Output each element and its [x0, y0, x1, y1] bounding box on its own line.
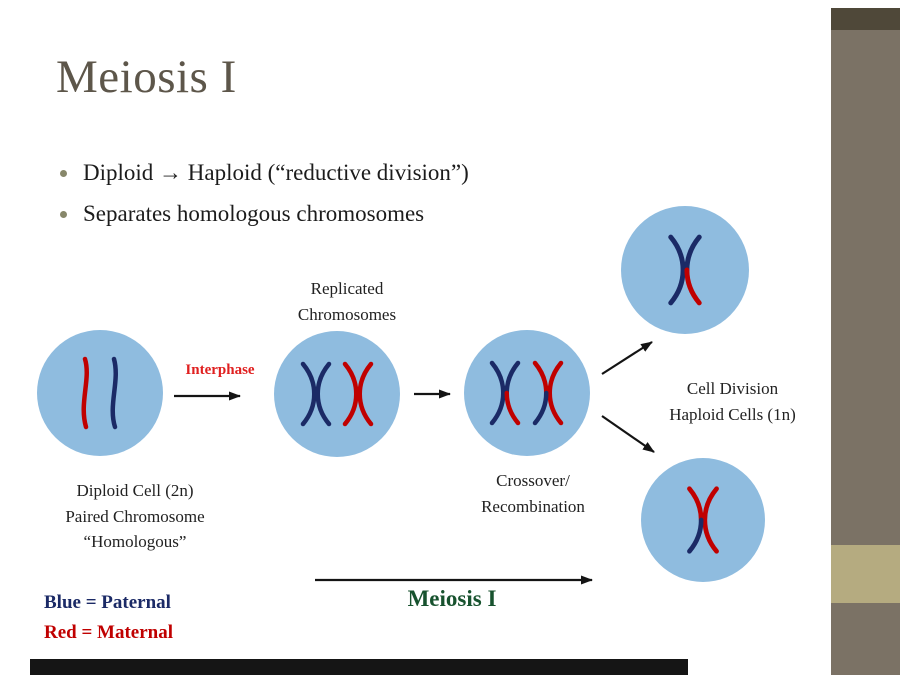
- haploid-cell-bottom: [641, 458, 765, 582]
- crossover-label: Crossover/ Recombination: [481, 471, 585, 516]
- interphase-arrow-icon: [174, 391, 241, 401]
- legend: Blue = Paternal Red = Maternal: [44, 588, 173, 648]
- bullet-item: Diploid → Haploid (“reductive division”): [60, 160, 469, 186]
- meiosis-arrow-label: Meiosis I: [407, 586, 497, 611]
- meiosis-arrow-icon: [315, 575, 593, 585]
- interphase-label: Interphase: [185, 362, 255, 378]
- replicated-chromosomes-cell: [274, 331, 400, 457]
- bullet-icon: [60, 169, 67, 177]
- side-stripe: [831, 8, 900, 675]
- arrow-down-right-icon: [601, 415, 655, 453]
- bullet-item: Separates homologous chromosomes: [60, 201, 469, 227]
- side-stripe-dark-segment: [831, 8, 900, 30]
- arrow-right-icon: [414, 389, 451, 399]
- unreplicated-chromosomes-icon: [81, 356, 118, 430]
- bullet-list: Diploid → Haploid (“reductive division”)…: [60, 160, 469, 242]
- diploid-cell-label: Diploid Cell (2n) Paired Chromosome “Hom…: [65, 481, 205, 551]
- bottom-bar: [30, 659, 688, 675]
- side-stripe-accent-segment: [831, 545, 900, 603]
- diploid-cell: [37, 330, 163, 456]
- replicated-chromosomes-icon: [300, 361, 374, 427]
- haploid-cell-top: [621, 206, 749, 334]
- page-title: Meiosis I: [56, 51, 237, 103]
- cell-division-label: Cell Division Haploid Cells (1n): [669, 379, 796, 424]
- haploid-chromosome-icon: [668, 234, 702, 306]
- crossover-chromosomes-icon: [489, 360, 564, 426]
- crossover-cell: [464, 330, 590, 456]
- legend-red-maternal: Red = Maternal: [44, 622, 174, 643]
- bullet-icon: [60, 210, 67, 218]
- replicated-chromosomes-label: Replicated Chromosomes: [297, 279, 397, 324]
- arrow-up-right-icon: [601, 341, 653, 375]
- bullet-text: Diploid → Haploid (“reductive division”): [83, 160, 469, 185]
- haploid-chromosome-icon: [687, 486, 719, 554]
- bullet-text: Separates homologous chromosomes: [83, 201, 425, 226]
- legend-blue-paternal: Blue = Paternal: [44, 592, 171, 613]
